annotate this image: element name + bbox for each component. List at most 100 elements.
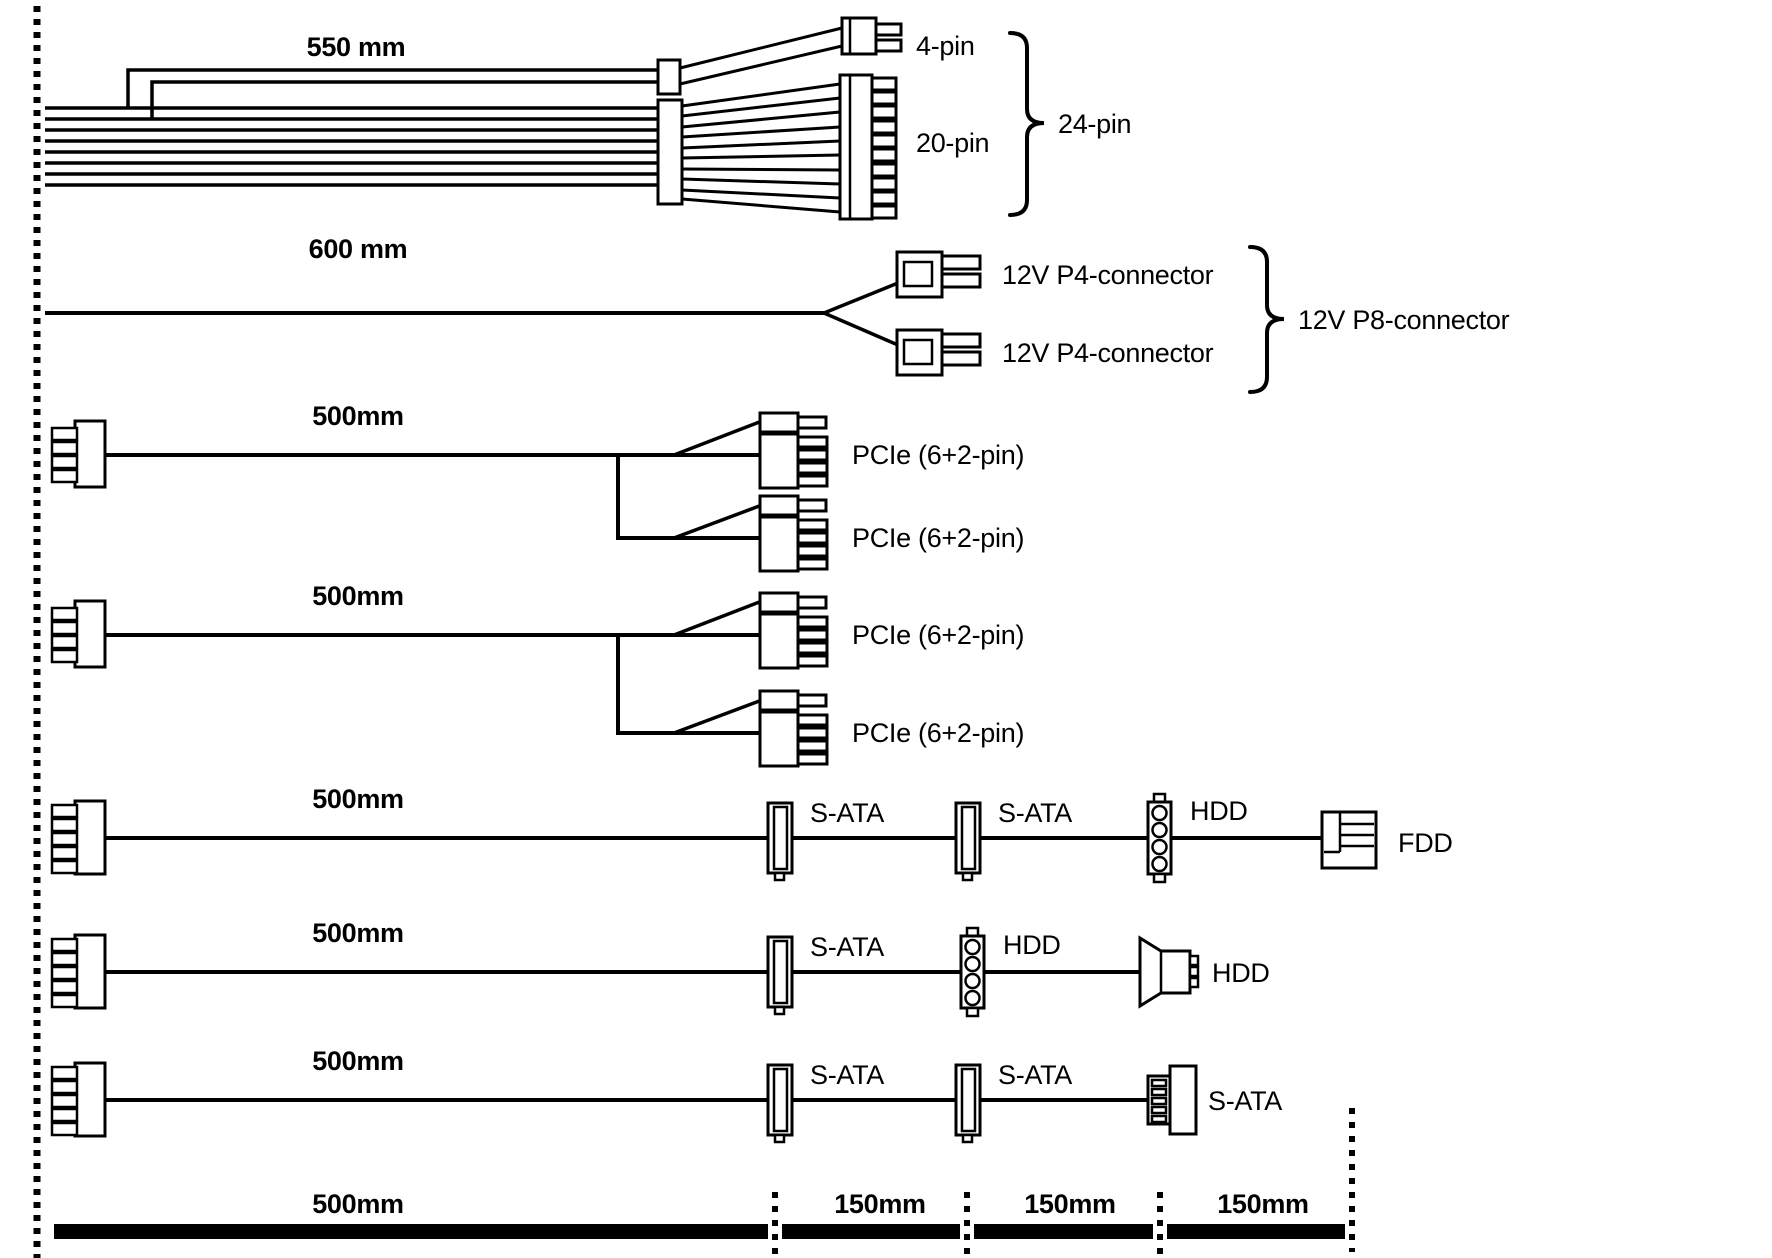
wire-branch xyxy=(616,455,760,540)
connector-pin xyxy=(50,454,79,470)
label-connector: 12V P4-connector xyxy=(1002,338,1214,368)
connector-pin xyxy=(964,955,981,973)
connector-hdd-inline xyxy=(959,926,986,1018)
wire-branch xyxy=(673,503,763,540)
wire xyxy=(681,197,841,214)
label-connector: S-ATA xyxy=(1208,1086,1282,1116)
cable-12v-p8: 600 mm 12V P4-connector 12V P4-connector… xyxy=(45,234,1510,394)
connector-pin xyxy=(50,965,79,981)
connector-4pin xyxy=(840,16,903,56)
connector-pin xyxy=(1150,1096,1168,1106)
connector-pin xyxy=(796,531,829,545)
connector-cap xyxy=(758,591,800,614)
label-cable-length: 500mm xyxy=(312,918,404,948)
connector-body xyxy=(73,799,107,876)
label-connector: 12V P4-connector xyxy=(1002,260,1214,290)
label-ruler-segment: 150mm xyxy=(1217,1189,1309,1219)
wire-riser xyxy=(126,68,660,108)
connector-pin xyxy=(50,951,79,967)
connector-20pin xyxy=(838,73,898,221)
label-cable-length: 550 mm xyxy=(307,32,406,62)
connector-pin xyxy=(870,119,898,135)
connector-pin xyxy=(940,332,982,349)
label-cable-length: 500mm xyxy=(312,581,404,611)
connector-pin xyxy=(870,104,898,120)
wire xyxy=(681,125,841,139)
connector-body xyxy=(73,1061,107,1138)
connector-pin xyxy=(1188,976,1200,989)
connector-fdd xyxy=(1320,810,1378,870)
connector-detail xyxy=(1152,872,1167,884)
connector-pcie xyxy=(758,494,829,573)
connector-body xyxy=(840,16,878,56)
cable-pcie-1: 500mm PCIe (6+2-pin) xyxy=(50,401,1024,573)
connector-pin xyxy=(1151,855,1168,873)
connector-pin xyxy=(870,162,898,178)
wire-fork xyxy=(823,281,899,315)
length-ruler: 500mm 150mm 150mm 150mm xyxy=(54,1108,1355,1258)
connector-pin xyxy=(964,972,981,990)
connector-pin xyxy=(870,133,898,149)
connector-detail xyxy=(773,871,786,882)
connector-pin xyxy=(1188,965,1200,978)
label-ruler-segment: 500mm xyxy=(312,1189,404,1219)
connector-pin xyxy=(796,557,829,571)
connector-pin xyxy=(50,634,79,650)
connector-detail xyxy=(773,1005,786,1016)
connector-detail xyxy=(902,260,934,288)
connector-pin xyxy=(50,1107,79,1123)
label-connector: S-ATA xyxy=(998,1060,1072,1090)
connector-pin xyxy=(796,595,828,610)
connector-detail xyxy=(773,1133,786,1144)
connector-pin xyxy=(940,254,982,271)
label-cable-length: 500mm xyxy=(312,1046,404,1076)
connector-pin xyxy=(870,90,898,106)
label-connector-group: 24-pin xyxy=(1058,109,1131,139)
label-connector: S-ATA xyxy=(810,798,884,828)
connector-pin xyxy=(1150,1087,1168,1097)
connector-pin xyxy=(796,435,829,449)
label-ruler-segment: 150mm xyxy=(834,1189,926,1219)
connector-detail xyxy=(961,871,974,882)
connector-pin xyxy=(796,641,829,655)
wire xyxy=(679,26,843,70)
connector-detail xyxy=(960,805,977,871)
wire xyxy=(681,96,841,118)
connector-pin xyxy=(796,474,829,488)
connector-pin xyxy=(874,38,903,53)
connector-pin xyxy=(50,1121,79,1137)
connector-cap xyxy=(758,494,800,517)
connector-pin xyxy=(796,415,828,430)
wire xyxy=(681,139,841,150)
label-connector: 4-pin xyxy=(916,31,975,61)
connector-detail xyxy=(902,338,934,366)
connector-pin xyxy=(50,859,79,875)
connector-body xyxy=(758,710,800,768)
connector-pin xyxy=(940,272,982,289)
label-connector: 20-pin xyxy=(916,128,989,158)
connector-pin xyxy=(50,937,79,953)
connector-detail xyxy=(961,1133,974,1144)
connector-pin xyxy=(796,693,828,708)
connector-pin xyxy=(870,176,898,192)
wire-branch xyxy=(673,698,763,735)
connector-pin xyxy=(1188,954,1200,967)
connector-detail xyxy=(772,805,789,871)
connector-body xyxy=(838,73,874,221)
connector-pin xyxy=(1150,1078,1168,1088)
label-connector: S-ATA xyxy=(998,798,1072,828)
label-connector: PCIe (6+2-pin) xyxy=(852,620,1024,650)
cable-clamp-small xyxy=(656,58,682,96)
connector-pin xyxy=(870,190,898,206)
connector-pcie xyxy=(758,689,829,768)
connector-detail xyxy=(960,1067,977,1133)
wire xyxy=(681,177,841,186)
connector-pin xyxy=(1151,804,1168,822)
label-connector: PCIe (6+2-pin) xyxy=(852,440,1024,470)
wire xyxy=(681,188,841,200)
connector-pin xyxy=(1151,821,1168,839)
label-connector: PCIe (6+2-pin) xyxy=(852,718,1024,748)
wire-branch xyxy=(616,635,760,735)
cable-peripheral-1: 500mm S-ATA S-ATA xyxy=(50,784,1453,884)
